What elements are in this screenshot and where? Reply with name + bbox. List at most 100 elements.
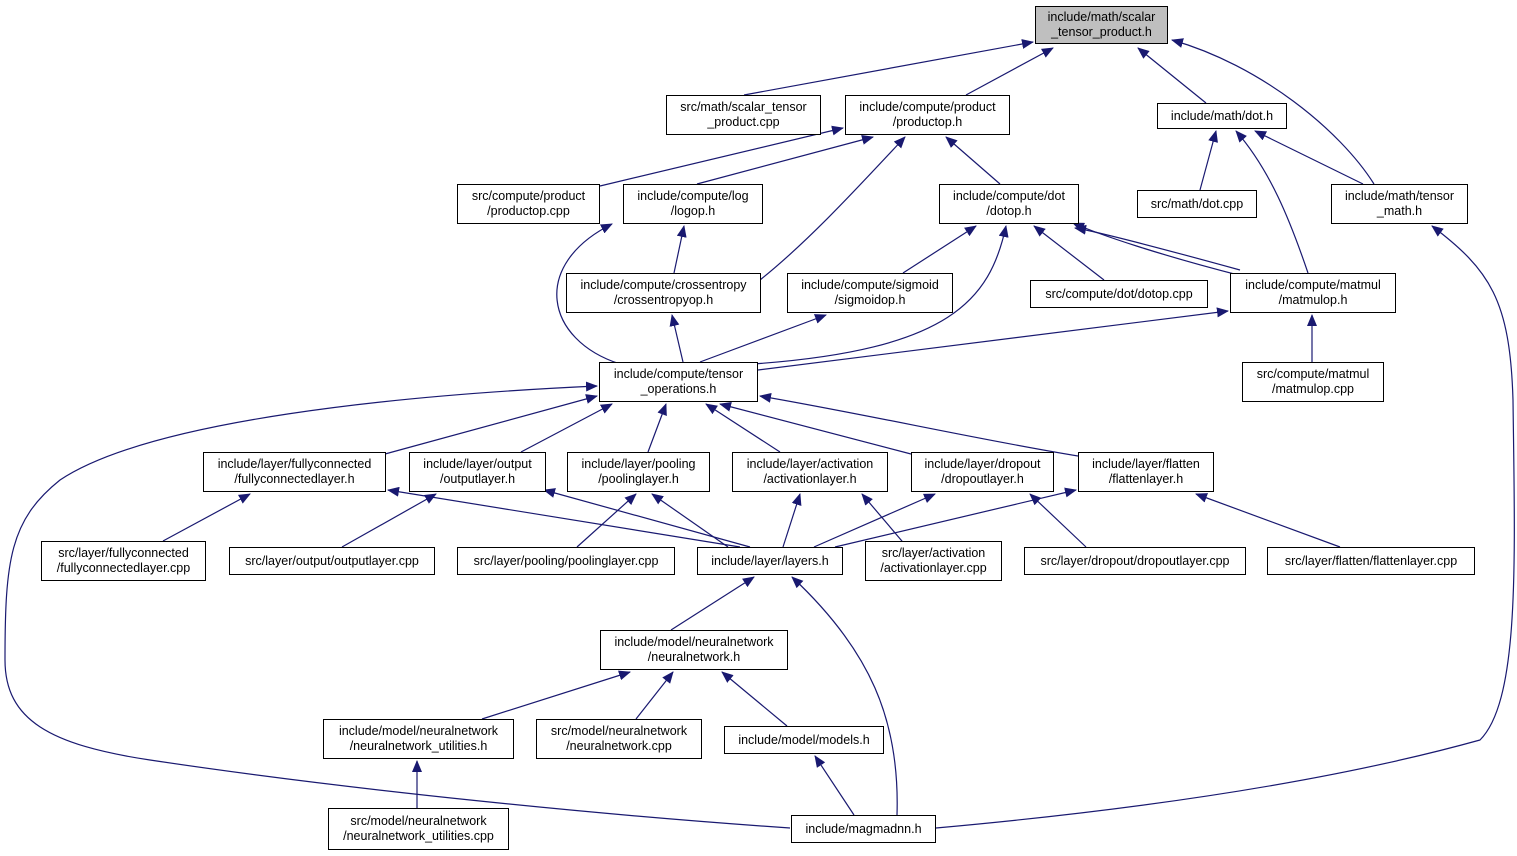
node-outputlayer-cpp[interactable]: src/layer/output/outputlayer.cpp: [229, 547, 435, 575]
node-label-line: /flattenlayer.h: [1108, 472, 1184, 486]
node-flattenlayer-cpp[interactable]: src/layer/flatten/flattenlayer.cpp: [1267, 547, 1475, 575]
node-label-line: /neuralnetwork_utilities.cpp: [343, 829, 494, 843]
node-label-line: /poolinglayer.h: [598, 472, 679, 486]
node-dropoutlayer-cpp[interactable]: src/layer/dropout/dropoutlayer.cpp: [1024, 547, 1246, 575]
node-flattenlayer-h[interactable]: include/layer/flatten/flattenlayer.h: [1078, 452, 1214, 492]
node-label-line: /dotop.h: [986, 204, 1032, 218]
node-neuralnetwork-utilities-cpp[interactable]: src/model/neuralnetwork/neuralnetwork_ut…: [328, 808, 509, 850]
node-matmulop-h[interactable]: include/compute/matmul/matmulop.h: [1230, 273, 1396, 313]
node-label-line: include/compute/crossentropy: [580, 278, 747, 292]
node-label-line: _product.cpp: [707, 115, 780, 129]
dependency-edge: [384, 394, 598, 455]
node-scalar-tensor-product-cpp[interactable]: src/math/scalar_tensor_product.cpp: [666, 95, 821, 135]
dependency-edge: [543, 488, 751, 548]
node-magmadnn-h[interactable]: include/magmadnn.h: [791, 815, 936, 843]
dependency-edge: [1029, 493, 1087, 548]
node-dotop-h[interactable]: include/compute/dot/dotop.h: [939, 184, 1079, 224]
node-label-line: include/layer/pooling: [581, 457, 696, 471]
dependency-edge: [1195, 493, 1341, 548]
dependency-edge: [673, 225, 687, 274]
node-neuralnetwork-utilities-h[interactable]: include/model/neuralnetwork/neuralnetwor…: [323, 719, 514, 759]
node-label-line: include/layer/layers.h: [711, 553, 829, 568]
node-poolinglayer-cpp[interactable]: src/layer/pooling/poolinglayer.cpp: [457, 547, 675, 575]
node-label-line: /neuralnetwork.cpp: [566, 739, 672, 753]
node-label-line: src/layer/activation: [881, 546, 986, 560]
dependency-edge: [1171, 38, 1375, 185]
node-label-line: include/layer/flatten: [1092, 457, 1200, 471]
node-label-line: _tensor_product.h: [1051, 25, 1152, 39]
node-fullyconnectedlayer-h[interactable]: include/layer/fullyconnected/fullyconnec…: [203, 452, 386, 492]
node-label-line: /neuralnetwork_utilities.h: [349, 739, 488, 753]
dependency-edge: [752, 225, 1009, 365]
node-label-line: src/layer/flatten/flattenlayer.cpp: [1284, 553, 1458, 568]
dependency-edge: [576, 493, 637, 548]
node-label-line: /logop.h: [670, 204, 716, 218]
node-label-line: /outputlayer.h: [439, 472, 516, 486]
node-tensor-operations-h[interactable]: include/compute/tensor_operations.h: [599, 362, 758, 402]
node-label-line: src/compute/dot/dotop.cpp: [1045, 286, 1193, 301]
node-label-line: /fullyconnectedlayer.cpp: [56, 561, 191, 575]
node-label-line: /crossentropyop.h: [613, 293, 714, 307]
dependency-edge: [1254, 130, 1364, 185]
dependency-edge: [4, 381, 791, 829]
node-logop-h[interactable]: include/compute/log/logop.h: [623, 184, 763, 224]
node-productop-h[interactable]: include/compute/product/productop.h: [845, 95, 1010, 135]
node-label-line: include/layer/output: [423, 457, 532, 471]
node-label-line: include/layer/fullyconnected: [217, 457, 372, 471]
node-label-line: /dropoutlayer.h: [941, 472, 1024, 486]
dependency-edge: [599, 125, 844, 187]
node-sigmoidop-h[interactable]: include/compute/sigmoid/sigmoidop.h: [787, 273, 953, 313]
node-dot-h[interactable]: include/math/dot.h: [1157, 103, 1287, 129]
node-label-line: include/magmadnn.h: [805, 821, 922, 836]
node-dropoutlayer-h[interactable]: include/layer/dropout/dropoutlayer.h: [911, 452, 1054, 492]
node-label-line: src/model/neuralnetwork: [350, 814, 487, 828]
node-neuralnetwork-h[interactable]: include/model/neuralnetwork/neuralnetwor…: [600, 630, 788, 670]
node-activationlayer-cpp[interactable]: src/layer/activation/activationlayer.cpp: [865, 541, 1002, 581]
dependency-edge: [945, 136, 1001, 185]
dependency-edge: [1137, 47, 1207, 104]
node-label-line: include/model/neuralnetwork: [614, 635, 774, 649]
dependency-edge: [387, 486, 741, 548]
dependency-edge: [1199, 130, 1218, 191]
node-label-line: src/math/dot.cpp: [1150, 196, 1244, 211]
dependency-edge: [651, 493, 729, 548]
node-matmulop-cpp[interactable]: src/compute/matmul/matmulop.cpp: [1242, 362, 1384, 402]
dependency-edge: [556, 223, 621, 365]
dependency-edge: [721, 671, 788, 727]
node-activationlayer-h[interactable]: include/layer/activation/activationlayer…: [732, 452, 888, 492]
dependency-edge: [902, 225, 977, 274]
node-label-line: src/layer/output/outputlayer.cpp: [245, 553, 419, 568]
dependency-edge: [1074, 224, 1241, 271]
node-label-line: include/layer/activation: [746, 457, 874, 471]
node-productop-cpp[interactable]: src/compute/product/productop.cpp: [457, 184, 600, 224]
node-label-line: include/compute/sigmoid: [801, 278, 939, 292]
node-layers-h[interactable]: include/layer/layers.h: [697, 547, 843, 575]
node-poolinglayer-h[interactable]: include/layer/pooling/poolinglayer.h: [567, 452, 710, 492]
node-dot-cpp[interactable]: src/math/dot.cpp: [1137, 190, 1257, 218]
dependency-edge: [757, 307, 1229, 371]
node-fullyconnectedlayer-cpp[interactable]: src/layer/fullyconnected/fullyconnectedl…: [41, 541, 206, 581]
dependency-edge: [965, 47, 1054, 96]
node-label-line: /productop.h: [892, 115, 963, 129]
node-label-line: /neuralnetwork.h: [647, 650, 741, 664]
node-dotop-cpp[interactable]: src/compute/dot/dotop.cpp: [1030, 280, 1208, 308]
dependency-edge: [719, 401, 912, 455]
dependency-edge: [1033, 225, 1105, 281]
dependency-edge: [669, 314, 684, 363]
node-tensor-math-h[interactable]: include/math/tensor_math.h: [1331, 184, 1468, 224]
node-label-line: /productop.cpp: [487, 204, 570, 218]
node-crossentropyop-h[interactable]: include/compute/crossentropy/crossentrop…: [566, 273, 761, 313]
node-label-line: /activationlayer.cpp: [880, 561, 987, 575]
node-label-line: include/layer/dropout: [924, 457, 1041, 471]
node-neuralnetwork-cpp[interactable]: src/model/neuralnetwork/neuralnetwork.cp…: [536, 719, 702, 759]
dependency-edge: [520, 403, 613, 453]
dependency-edge: [162, 493, 251, 542]
node-label-line: src/layer/dropout/dropoutlayer.cpp: [1040, 553, 1230, 568]
node-models-h[interactable]: include/model/models.h: [724, 726, 884, 754]
dependency-edge: [759, 392, 1079, 457]
dependency-edge: [834, 487, 1077, 548]
node-outputlayer-h[interactable]: include/layer/output/outputlayer.h: [409, 452, 546, 492]
dependency-edge: [481, 670, 631, 720]
node-label-line: _operations.h: [640, 382, 717, 396]
